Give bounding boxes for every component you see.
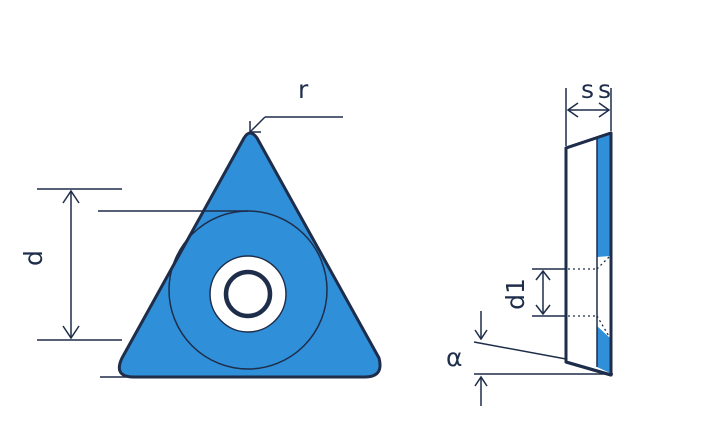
- side-profile-outline: [564, 131, 613, 377]
- d-label: d: [19, 250, 48, 266]
- radius-label: r: [298, 75, 309, 104]
- alpha-dimension: [473, 311, 613, 406]
- thickness-label-a: s: [581, 75, 594, 104]
- triangle-insert-body: [117, 131, 382, 379]
- d-dimension: [37, 188, 248, 378]
- side-profile-chamfer: [597, 134, 610, 373]
- hidden-hole-lines: [568, 255, 611, 339]
- side-view: [564, 131, 613, 377]
- alpha-label: α: [446, 343, 462, 372]
- hole-ring: [209, 255, 287, 333]
- radius-leader: [249, 116, 343, 133]
- s-dimension: [565, 88, 612, 146]
- hole-bore: [223, 269, 273, 319]
- thickness-label-b: s: [598, 75, 611, 104]
- side-profile-hole-pocket: [597, 256, 610, 338]
- d1-label: d1: [501, 278, 530, 310]
- front-view: [117, 131, 382, 379]
- d1-dimension: [532, 268, 566, 317]
